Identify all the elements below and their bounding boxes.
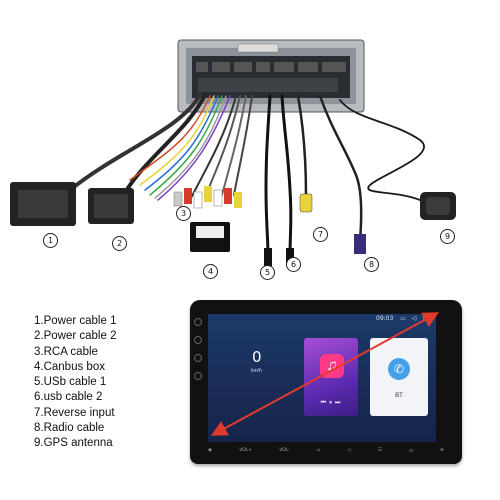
reverse-input-plug [299,193,313,213]
legend-item: 2.Power cable 2 [34,330,117,343]
connector-power-2 [88,188,134,224]
connector-power-1 [10,182,76,226]
legend-item: 9.GPS antenna [34,437,113,450]
callout-5: 5 [260,265,275,280]
side-button [194,372,202,380]
legend-item: 3.RCA cable [34,345,98,358]
rca-plugs [173,186,242,209]
callout-1: 1 [43,233,58,248]
legend-item: 5.USb cable 1 [34,376,107,389]
side-buttons [194,318,204,390]
side-button [194,354,202,362]
callout-7: 7 [313,227,328,242]
parts-legend: 1.Power cable 1 2.Power cable 2 3.RCA ca… [34,314,174,452]
harness-illustration [10,39,456,266]
side-button [194,318,202,326]
radio-plug [354,234,366,254]
legend-item: 8.Radio cable [34,422,105,435]
callout-3: 3 [176,206,191,221]
legend-item: 4.Canbus box [34,360,105,373]
gps-antenna [420,192,456,220]
callout-8: 8 [364,257,379,272]
callout-6: 6 [286,257,301,272]
callout-9: 9 [440,229,455,244]
legend-item: 1.Power cable 1 [34,315,117,327]
legend-item: 6.usb cable 2 [34,391,103,404]
legend-item: 7.Reverse input [34,406,115,419]
canbus-box [190,222,230,252]
chassis-back [177,39,365,113]
callout-4: 4 [203,264,218,279]
callout-2: 2 [112,236,127,251]
bottom-buttons: ◉VOL+VOL-⌂◁☰⏻⊕ [208,448,444,454]
side-button [194,336,202,344]
